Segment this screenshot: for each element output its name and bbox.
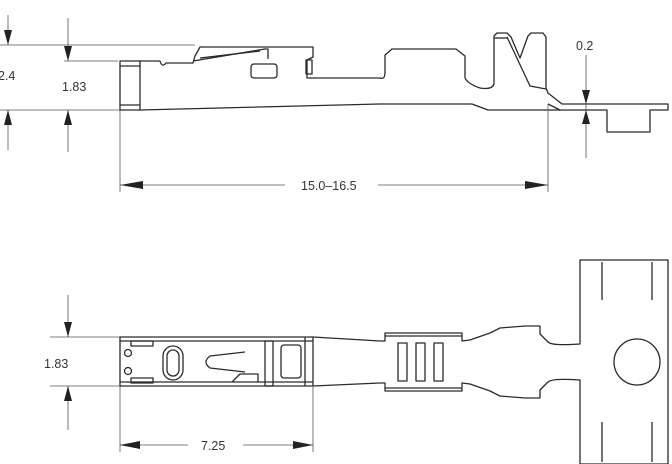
arrow: [120, 181, 143, 189]
spring-finger: [205, 351, 246, 373]
wing-edge: [506, 36, 547, 90]
arrow: [582, 90, 590, 104]
window: [162, 345, 184, 381]
side-view: 2.4 1.83 0.2 15.0–16.5: [0, 15, 669, 193]
dim-body-width: 1.83: [44, 357, 68, 371]
slot: [130, 340, 154, 347]
arrow: [64, 386, 72, 401]
dim-material-thickness: 0.2: [576, 39, 593, 53]
rib: [264, 340, 274, 387]
edge: [231, 373, 259, 383]
arrow: [64, 46, 72, 61]
latch-inner: [199, 50, 261, 59]
arrow: [4, 110, 12, 125]
hole: [123, 366, 133, 376]
contact-box: [119, 336, 314, 387]
arrow: [525, 181, 548, 189]
slot: [130, 377, 154, 384]
window-inner: [166, 349, 180, 377]
latch-window: [280, 344, 302, 379]
hole: [123, 348, 133, 358]
top-view: 1.83 7.25: [44, 259, 669, 464]
serration: [397, 342, 408, 382]
latch-stop: [305, 59, 313, 75]
dim-contact-length: 7.25: [201, 439, 225, 453]
dim-overall-length: 15.0–16.5: [301, 179, 357, 193]
arrow: [120, 441, 140, 449]
serration: [433, 342, 444, 382]
body-top-outline: [140, 46, 314, 79]
contact-end-block: [119, 60, 141, 111]
serration: [415, 342, 426, 382]
carrier-hole: [613, 338, 661, 386]
arrow: [293, 441, 313, 449]
crimp-wings-outline: [312, 32, 669, 133]
arrow: [64, 322, 72, 337]
crimp-and-tab-outline: [312, 259, 669, 464]
dim-body-height: 1.83: [62, 80, 86, 94]
body-bottom-outline: [139, 103, 560, 111]
arrow: [4, 30, 12, 45]
arrow: [64, 110, 72, 125]
latch-tab: [250, 63, 278, 79]
dim-overall-height: 2.4: [0, 69, 15, 83]
arrow: [582, 110, 590, 124]
